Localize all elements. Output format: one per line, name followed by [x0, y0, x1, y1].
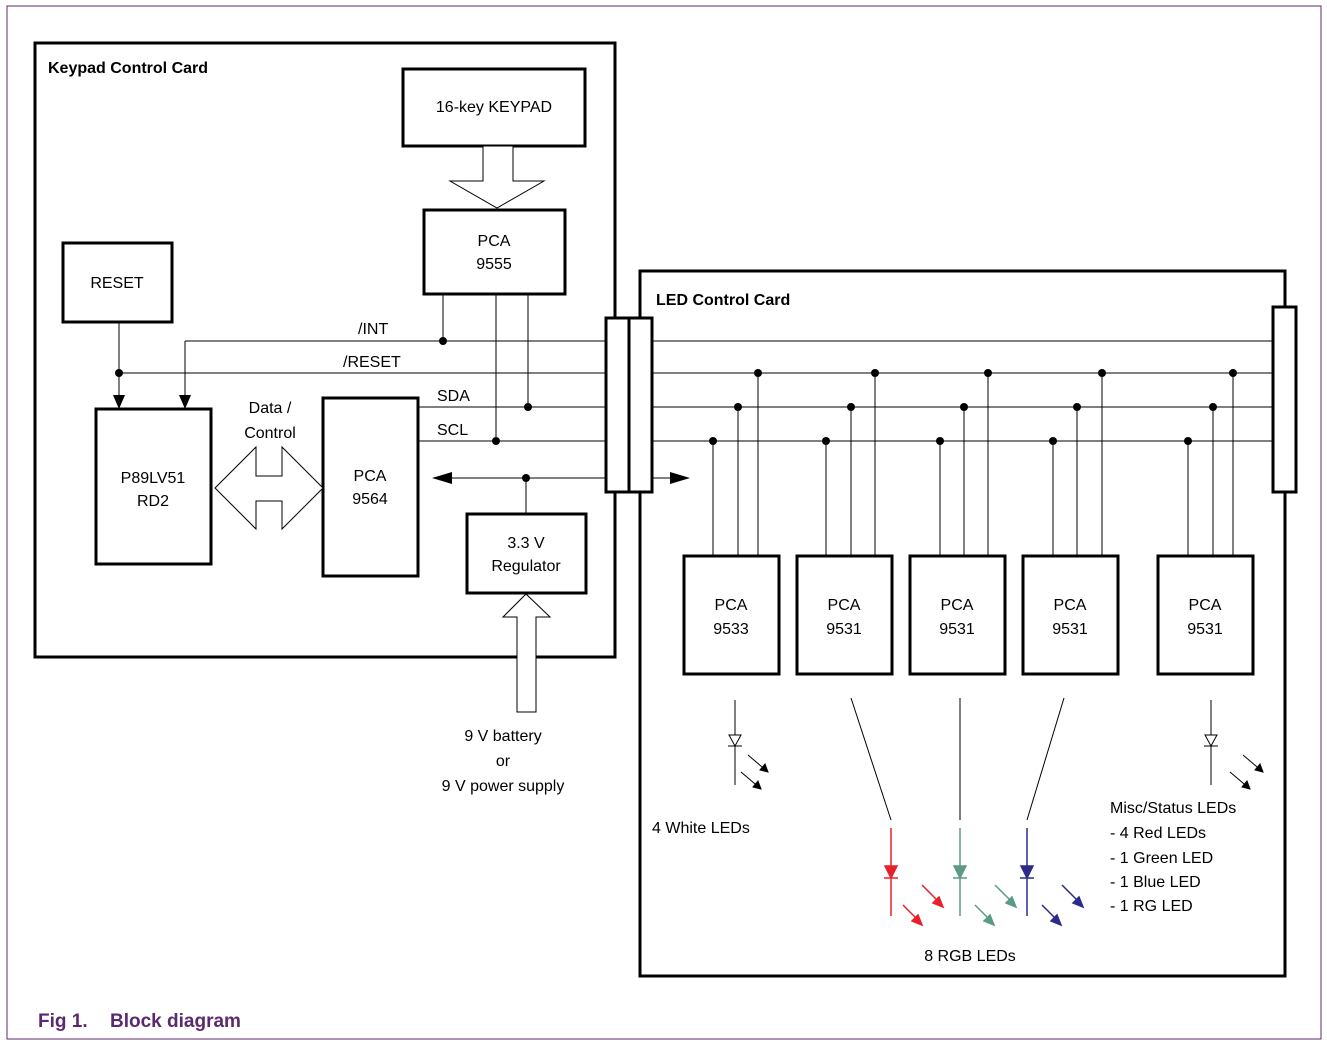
bus-junction-dot: [1073, 403, 1081, 411]
regulator-line2: Regulator: [491, 558, 561, 575]
bus-junction-dot: [1098, 369, 1106, 377]
chip-taps: [709, 369, 1237, 556]
mcu-line1: P89LV51: [121, 470, 186, 487]
chip-line2: 9531: [939, 621, 975, 638]
figure-number: Fig 1.: [38, 1011, 88, 1032]
chip-line1: PCA: [828, 597, 861, 614]
reset-label: RESET: [90, 275, 144, 292]
mcu-line2: RD2: [137, 493, 169, 510]
connector-right: [627, 316, 654, 494]
scl-label: SCL: [437, 422, 468, 439]
rgb-line-blue: [1026, 697, 1065, 821]
bus-junction-dot: [754, 369, 762, 377]
chip-block: [682, 554, 781, 676]
keypad-block: [401, 67, 587, 148]
power-line3: 9 V power supply: [442, 778, 565, 795]
dot: [439, 337, 447, 345]
power-arrow: [501, 593, 552, 713]
red-led-symbol: [883, 828, 945, 927]
bus-junction-dot: [822, 437, 830, 445]
pca9555-line1: PCA: [478, 233, 511, 250]
dot: [492, 437, 500, 445]
regulator-line1: 3.3 V: [507, 535, 545, 552]
regulator-block: [465, 512, 588, 595]
bus-junction-dot: [1184, 437, 1192, 445]
misc-leds-title: Misc/Status LEDs: [1110, 800, 1236, 817]
white-leds-label: 4 White LEDs: [652, 820, 750, 837]
end-connector: [1271, 305, 1298, 494]
arrow-rail-left: [432, 472, 452, 484]
connector-left: [604, 316, 631, 494]
chip-block: [908, 554, 1007, 676]
blue-led-symbol: [1019, 828, 1085, 927]
led-control-card: LED Control Card PCA 9533 PCA 9531 PCA 9…: [604, 269, 1298, 978]
bus-junction-dot: [960, 403, 968, 411]
chip-line2: 9531: [1052, 621, 1088, 638]
chip-block: [795, 554, 894, 676]
chip-block: [1021, 554, 1120, 676]
keypad-arrow: [448, 145, 546, 209]
bus-junction-dot: [847, 403, 855, 411]
chip-line2: 9531: [1187, 621, 1223, 638]
bus-lines: [118, 294, 1273, 514]
pca9555-line2: 9555: [476, 256, 512, 273]
power-line2: or: [496, 753, 511, 770]
pca9564-block: [321, 396, 420, 578]
arrowheads: [113, 395, 690, 484]
data-control-line1: Data /: [249, 400, 292, 417]
rgb-line-red: [850, 697, 892, 821]
misc-leds-item: - 1 RG LED: [1110, 898, 1193, 915]
pca9564-line2: 9564: [352, 491, 388, 508]
bus-junction-dot: [871, 369, 879, 377]
int-label: /INT: [358, 321, 388, 338]
figure-title: Block diagram: [110, 1011, 241, 1032]
chip-line1: PCA: [941, 597, 974, 614]
data-control-arrow: [214, 445, 324, 531]
bus-junction-dot: [1229, 369, 1237, 377]
pca9564-line1: PCA: [354, 468, 387, 485]
data-control-line2: Control: [244, 425, 296, 442]
led-card-title: LED Control Card: [656, 292, 790, 309]
dot: [115, 369, 123, 377]
power-line1: 9 V battery: [464, 728, 541, 745]
green-led-symbol: [952, 828, 1018, 927]
pca9555-block: [422, 208, 567, 296]
led-card-border: [638, 269, 1287, 978]
chip-block: [1156, 554, 1255, 676]
bus-junction-dot: [734, 403, 742, 411]
dot: [522, 474, 530, 482]
chip-line1: PCA: [715, 597, 748, 614]
dot: [524, 403, 532, 411]
outer-frame: [6, 5, 1322, 1040]
mcu-block: [94, 407, 213, 566]
misc-led-symbol: [1204, 700, 1264, 790]
white-led-symbol: [728, 700, 769, 790]
rgb-leds-label: 8 RGB LEDs: [924, 948, 1016, 965]
chip-line1: PCA: [1189, 597, 1222, 614]
misc-leds-item: - 4 Red LEDs: [1110, 825, 1206, 842]
bus-junction-dot: [709, 437, 717, 445]
reset-block: [61, 241, 174, 324]
chip-line1: PCA: [1054, 597, 1087, 614]
bus-junction-dot: [936, 437, 944, 445]
keypad-control-card: Keypad Control Card 16-key KEYPAD PCA 95…: [33, 41, 617, 713]
keypad-card-title: Keypad Control Card: [48, 60, 208, 77]
chip-line2: 9533: [713, 621, 749, 638]
reset-signal-label: /RESET: [343, 354, 401, 371]
arrow-reset-down: [113, 395, 125, 409]
keypad-label: 16-key KEYPAD: [436, 99, 552, 116]
sda-label: SDA: [437, 388, 470, 405]
chip-line2: 9531: [826, 621, 862, 638]
keypad-junctions: [115, 337, 532, 482]
misc-leds-item: - 1 Blue LED: [1110, 874, 1201, 891]
misc-leds-item: - 1 Green LED: [1110, 850, 1213, 867]
bus-junction-dot: [1209, 403, 1217, 411]
arrow-rail-right: [670, 472, 690, 484]
bus-junction-dot: [984, 369, 992, 377]
arrow-int-down: [179, 395, 191, 409]
bus-junction-dot: [1049, 437, 1057, 445]
